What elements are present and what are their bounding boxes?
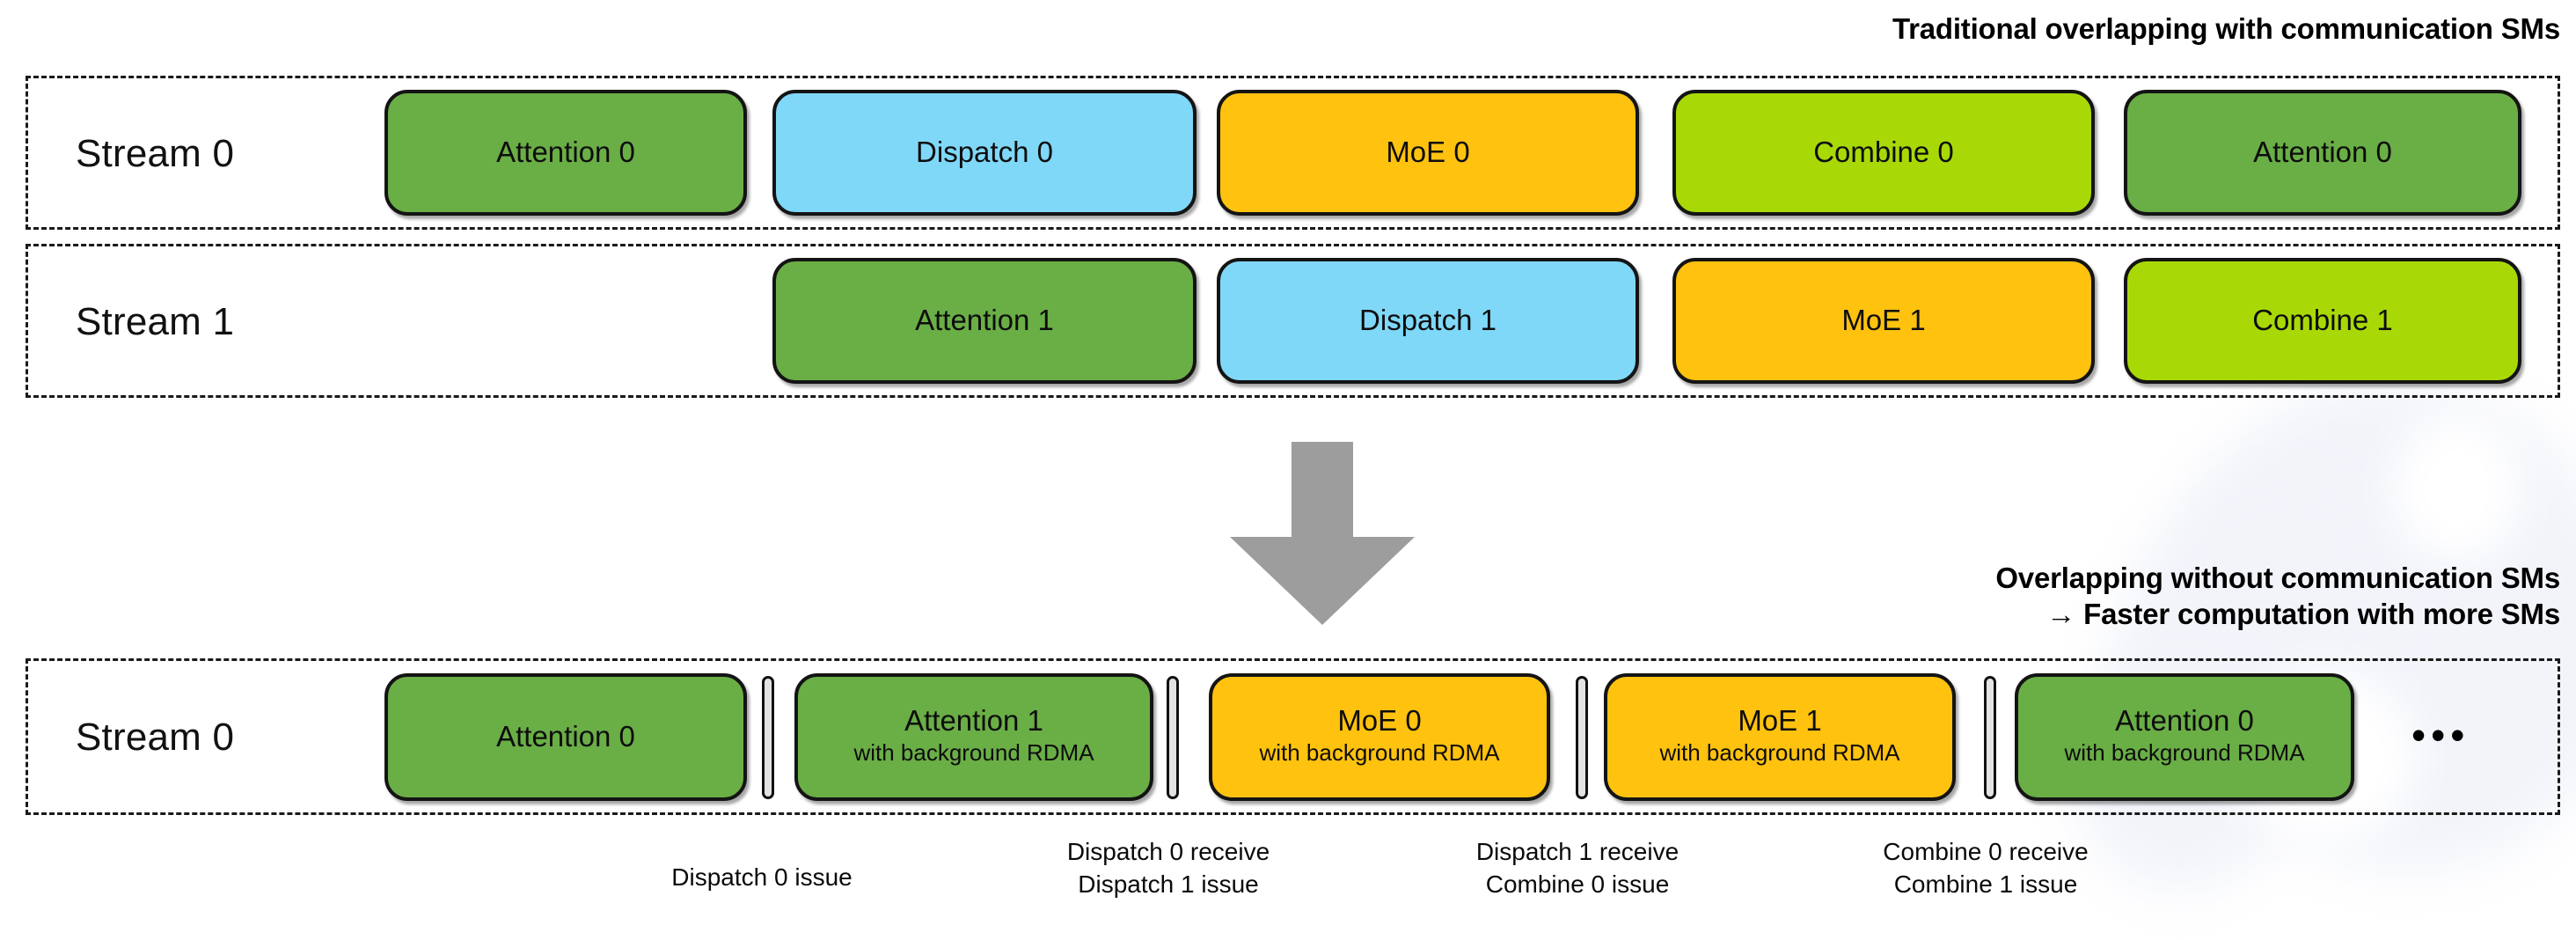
block-title: MoE 1: [1738, 703, 1822, 737]
optimized-stream0-track: [26, 658, 2560, 815]
block-title: Combine 0: [1813, 136, 1954, 169]
block-subtitle: with background RDMA: [2064, 739, 2305, 767]
block-title: Attention 0: [2253, 136, 2392, 169]
block-title: Attention 0: [496, 720, 635, 753]
block-dispatch-1-stream1: Dispatch 1: [1217, 258, 1639, 384]
opt-block-attention-0: Attention 0: [384, 673, 747, 801]
block-moe-1-stream1: MoE 1: [1672, 258, 2095, 384]
block-combine-1-stream1: Combine 1: [2124, 258, 2521, 384]
block-title: MoE 1: [1841, 304, 1926, 337]
block-title: Attention 1: [915, 304, 1054, 337]
block-combine-0-stream0: Combine 0: [1672, 90, 2095, 216]
traditional-stream0-track: [26, 76, 2560, 230]
block-attention-1-stream1: Attention 1: [772, 258, 1197, 384]
traditional-stream1-label: Stream 1: [76, 300, 235, 343]
block-dispatch-0-stream0: Dispatch 0: [772, 90, 1197, 216]
block-title: Attention 0: [2115, 703, 2254, 737]
annotation-dispatch-1-receive: Dispatch 1 receive Combine 0 issue: [1475, 838, 1680, 899]
block-title: Combine 1: [2252, 304, 2393, 337]
sync-divider-2: [1167, 676, 1179, 799]
opt-block-attention-0b: Attention 0 with background RDMA: [2015, 673, 2354, 801]
block-title: Dispatch 1: [1359, 304, 1497, 337]
optimized-stream0-label: Stream 0: [76, 716, 235, 759]
block-subtitle: with background RDMA: [1659, 739, 1900, 767]
annotation-dispatch-0-issue: Dispatch 0 issue: [671, 863, 853, 891]
ellipsis-more-blocks: •••: [2411, 712, 2470, 758]
down-arrow-icon: [1230, 442, 1415, 625]
block-title: Attention 0: [496, 136, 635, 169]
opt-block-moe-0: MoE 0 with background RDMA: [1209, 673, 1550, 801]
block-subtitle: with background RDMA: [853, 739, 1094, 767]
block-title: Dispatch 0: [916, 136, 1053, 169]
annotation-combine-0-receive: Combine 0 receive Combine 1 issue: [1883, 838, 2089, 899]
opt-block-attention-1: Attention 1 with background RDMA: [794, 673, 1153, 801]
traditional-stream1-track: [26, 244, 2560, 398]
block-subtitle: with background RDMA: [1259, 739, 1500, 767]
block-title: MoE 0: [1386, 136, 1470, 169]
block-attention-0-stream0: Attention 0: [384, 90, 747, 216]
block-title: MoE 0: [1337, 703, 1422, 737]
opt-block-moe-1: MoE 1 with background RDMA: [1604, 673, 1956, 801]
traditional-stream0-label: Stream 0: [76, 132, 235, 175]
annotation-dispatch-0-receive: Dispatch 0 receive Dispatch 1 issue: [1066, 838, 1270, 899]
block-title: Attention 1: [904, 703, 1043, 737]
sync-divider-3: [1576, 676, 1588, 799]
sync-divider-1: [762, 676, 774, 799]
sync-divider-4: [1984, 676, 1996, 799]
block-moe-0-stream0: MoE 0: [1217, 90, 1639, 216]
block-attention-0b-stream0: Attention 0: [2124, 90, 2521, 216]
optimized-section-caption: Overlapping without communication SMs → …: [1995, 562, 2560, 631]
traditional-section-caption: Traditional overlapping with communicati…: [1892, 12, 2560, 45]
